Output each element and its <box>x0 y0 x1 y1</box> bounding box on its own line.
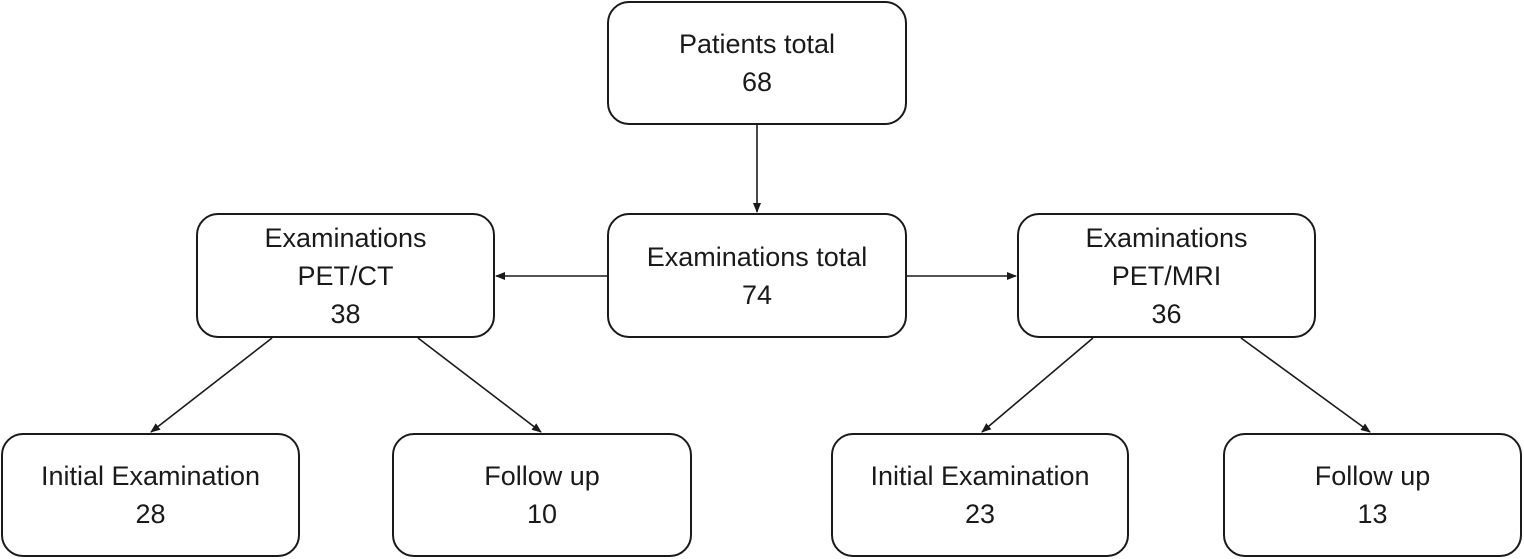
examinations-petct-label: Examinations <box>264 222 427 253</box>
arrow-examinations-petct-to-petct-followup <box>417 337 542 433</box>
petmri-initial-examination-count: 23 <box>964 499 996 529</box>
petct-follow-up-count: 10 <box>526 499 558 529</box>
arrow-examinations-petct-to-petct-initial <box>150 337 273 433</box>
petmri-initial-examination-box: Initial Examination 23 <box>831 433 1129 557</box>
examinations-petct-count: 38 <box>330 298 361 329</box>
petct-initial-examination-count: 28 <box>135 499 166 529</box>
petmri-follow-up-box: Follow up 13 <box>1223 433 1522 557</box>
petmri-initial-examination-label: Initial Examination <box>870 461 1090 491</box>
arrow-examinations-petmri-to-petmri-followup <box>1240 337 1371 433</box>
petmri-follow-up-count: 13 <box>1357 499 1388 529</box>
examinations-petct-modality: PET/CT <box>297 260 394 291</box>
examinations-petmri-box: Examinations PET/MRI 36 <box>1017 213 1316 338</box>
examinations-petct-box: Examinations PET/CT 38 <box>196 213 495 338</box>
examinations-total-box: Examinations total 74 <box>607 213 907 338</box>
examinations-total-label: Examinations total <box>646 241 868 272</box>
examinations-total-count: 74 <box>741 279 773 310</box>
petct-initial-examination-box: Initial Examination 28 <box>1 433 300 557</box>
examinations-petmri-count: 36 <box>1151 298 1182 329</box>
patients-total-box: Patients total 68 <box>607 1 907 125</box>
patients-total-count: 68 <box>741 67 773 97</box>
petct-follow-up-box: Follow up 10 <box>392 433 692 557</box>
petct-follow-up-label: Follow up <box>484 461 600 491</box>
patients-total-label: Patients total <box>678 29 836 59</box>
petmri-follow-up-label: Follow up <box>1314 461 1431 491</box>
examinations-petmri-label: Examinations <box>1085 222 1248 253</box>
examinations-petmri-modality: PET/MRI <box>1111 260 1222 291</box>
arrow-examinations-petmri-to-petmri-initial <box>981 337 1094 433</box>
petct-initial-examination-label: Initial Examination <box>40 461 261 491</box>
